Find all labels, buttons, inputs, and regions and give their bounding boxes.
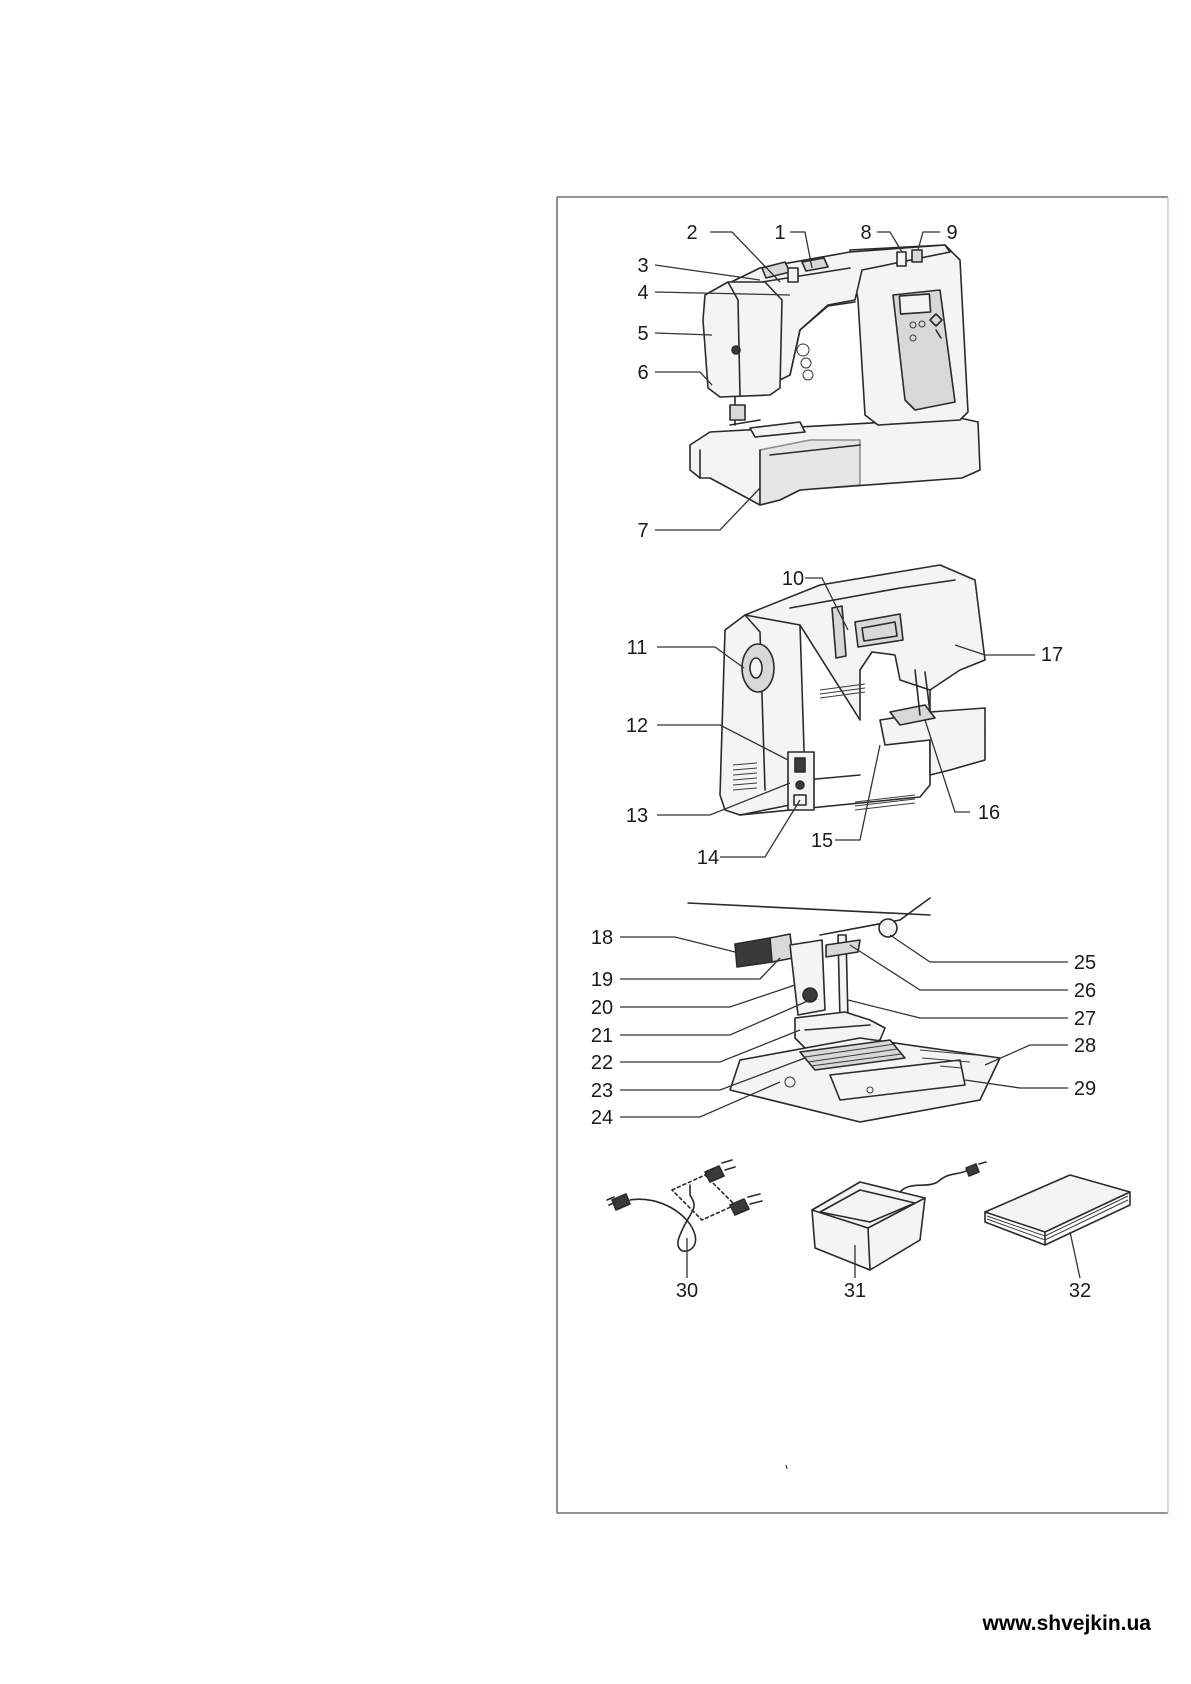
- callout-7: 7: [637, 520, 648, 542]
- callout-26: 26: [1074, 980, 1096, 1002]
- callout-1: 1: [774, 222, 785, 244]
- stray-mark: [785, 1464, 788, 1470]
- callout-23: 23: [591, 1080, 613, 1102]
- sewing-machine-front-illustration: [689, 244, 981, 506]
- callout-13: 13: [626, 805, 648, 827]
- callout-4: 4: [637, 282, 648, 304]
- callout-29: 29: [1074, 1078, 1096, 1100]
- callout-8: 8: [860, 222, 871, 244]
- foot-pedal-illustration: [811, 1161, 987, 1271]
- callout-12: 12: [626, 715, 648, 737]
- callout-21: 21: [591, 1025, 613, 1047]
- callout-5: 5: [637, 323, 648, 345]
- callout-3: 3: [637, 255, 648, 277]
- callout-6: 6: [637, 362, 648, 384]
- callout-22: 22: [591, 1052, 613, 1074]
- callout-19: 19: [591, 969, 613, 991]
- callout-14: 14: [697, 847, 719, 869]
- needle-area-illustration: [687, 897, 1001, 1123]
- callout-30: 30: [676, 1280, 698, 1302]
- leader-lines-rear: [657, 577, 1035, 858]
- callout-11: 11: [627, 637, 648, 659]
- footer-website-url[interactable]: www.shvejkin.ua: [982, 1612, 1151, 1635]
- leader-lines-front: [654, 231, 940, 531]
- callout-numbers: 2 1 8 9 3 4 5 6 7 10 11 17 12 13 16 15 1…: [591, 222, 1096, 1302]
- leader-lines-needle-area: [620, 934, 1068, 1118]
- callout-28: 28: [1074, 1035, 1096, 1057]
- callout-15: 15: [811, 830, 833, 852]
- callout-20: 20: [591, 997, 613, 1019]
- callout-9: 9: [946, 222, 957, 244]
- callout-17: 17: [1041, 644, 1063, 666]
- manual-booklet-illustration: [984, 1174, 1131, 1246]
- callout-18: 18: [591, 927, 613, 949]
- callout-31: 31: [844, 1280, 866, 1302]
- callout-10: 10: [782, 568, 804, 590]
- power-cord-illustration: [606, 1159, 763, 1252]
- figure-frame: [556, 196, 1169, 1514]
- leader-lines-accessories: [686, 1231, 1081, 1279]
- callout-24: 24: [591, 1107, 613, 1129]
- sewing-machine-rear-illustration: [719, 564, 986, 816]
- callout-2: 2: [686, 222, 697, 244]
- callout-32: 32: [1069, 1280, 1091, 1302]
- callout-16: 16: [978, 802, 1000, 824]
- callout-27: 27: [1074, 1008, 1096, 1030]
- callout-25: 25: [1074, 952, 1096, 974]
